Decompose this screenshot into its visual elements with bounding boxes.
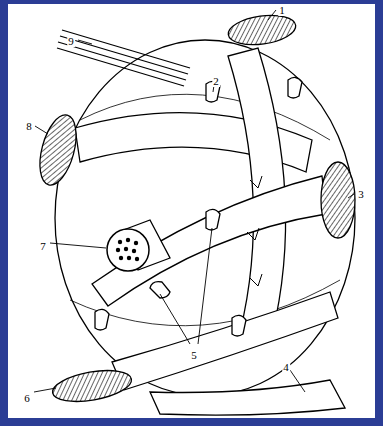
callout-number: 7 xyxy=(39,240,47,252)
leader-line xyxy=(35,126,48,134)
illustration-part xyxy=(127,256,131,260)
vortex-vein xyxy=(288,77,302,98)
leader-line xyxy=(34,388,56,392)
illustration-part xyxy=(116,248,120,252)
leader-line xyxy=(268,10,276,20)
vortex-vein xyxy=(206,209,220,230)
muscle-cut-end xyxy=(321,162,355,238)
leader-line xyxy=(348,194,354,198)
tendon-9 xyxy=(57,30,190,86)
vortex-vein xyxy=(232,315,246,336)
muscle-cut-ends xyxy=(33,11,355,406)
callout-number: 4 xyxy=(282,361,290,373)
suture-marks xyxy=(247,176,262,286)
insertion-sutures xyxy=(247,176,262,286)
callout-number: 9 xyxy=(67,35,75,47)
callout-number: 2 xyxy=(212,75,220,87)
leader-line xyxy=(50,243,106,248)
muscle-cut-end xyxy=(50,365,134,406)
muscle-cut-end xyxy=(33,111,83,189)
leader-lines xyxy=(34,10,354,392)
illustration-part xyxy=(132,249,136,253)
globe-outline xyxy=(55,40,355,396)
vortex-veins xyxy=(95,77,302,336)
illustration-part xyxy=(119,256,123,260)
optic-nerve xyxy=(107,220,170,271)
callout-number: 5 xyxy=(190,349,198,361)
muscle-band xyxy=(150,380,345,415)
tendon-fibre xyxy=(57,48,184,86)
nerve-cut xyxy=(107,229,149,271)
leader-line xyxy=(290,370,305,392)
callout-number: 8 xyxy=(25,120,33,132)
vortex-vein xyxy=(150,282,170,298)
muscle-band xyxy=(112,292,338,390)
tendon-fibre xyxy=(58,42,186,80)
illustration-part xyxy=(124,247,128,251)
nerve-fibres xyxy=(116,238,139,261)
callout-number: 3 xyxy=(357,188,365,200)
muscle-cut-end xyxy=(226,11,297,48)
illustration-part xyxy=(118,240,122,244)
eyeball xyxy=(55,40,355,396)
muscle-band xyxy=(92,176,326,306)
callout-number: 1 xyxy=(278,4,286,16)
callout-number: 6 xyxy=(23,392,31,404)
illustration-part xyxy=(134,241,138,245)
leader-line xyxy=(160,294,190,344)
leader-line xyxy=(198,228,212,344)
leader-line xyxy=(78,40,92,44)
illustration-part xyxy=(126,238,130,242)
illustration-part xyxy=(135,257,139,261)
vortex-vein xyxy=(95,309,109,330)
muscle-bands xyxy=(75,48,345,415)
